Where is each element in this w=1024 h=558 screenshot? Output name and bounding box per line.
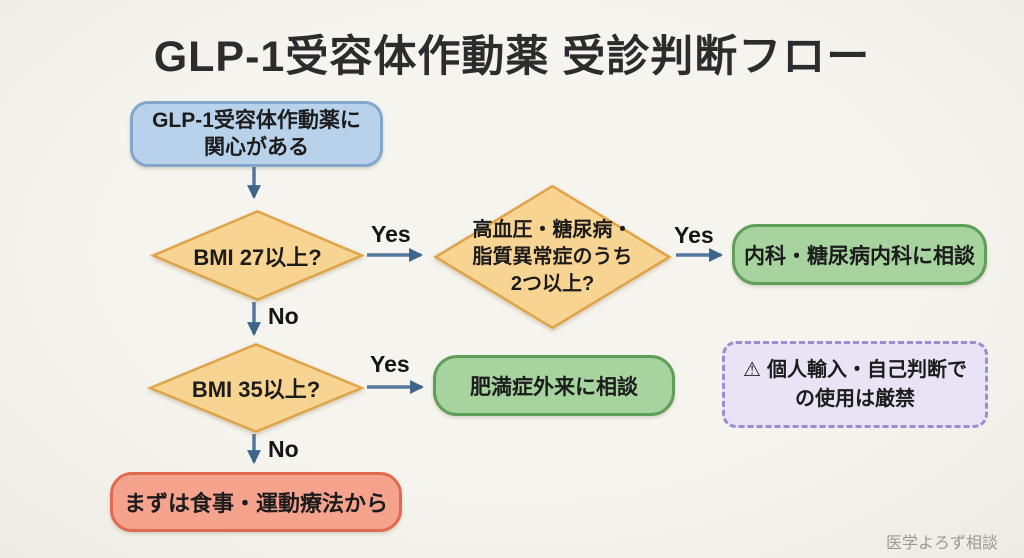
node-start: GLP-1受容体作動薬に 関心がある xyxy=(130,101,383,167)
warning-text-line: ⚠個人輸入・自己判断で xyxy=(743,358,967,381)
decision-bmi35-text: BMI 35以上? xyxy=(191,377,321,402)
edge-label-no-bmi35: No xyxy=(268,436,299,462)
edge-label-yes-bmi27: Yes xyxy=(371,221,411,247)
edge-label-yes-comorbidities: Yes xyxy=(674,222,714,248)
decision-comorbidities-text: 高血圧・糖尿病・ 脂質異常症のうち 2つ以上? xyxy=(472,218,633,295)
diamond-shape xyxy=(150,210,365,301)
node-consult-obesity-clinic: 肥満症外来に相談 xyxy=(433,355,675,416)
warning-text-line: の使用は厳禁 xyxy=(795,387,915,410)
watermark: 医学よろず相談 xyxy=(885,535,998,552)
start-text-line: GLP-1受容体作動薬に xyxy=(152,108,361,132)
node-lifestyle-first: まずは食事・運動療法から xyxy=(110,472,402,532)
node-decision-bmi27: BMI 27以上? xyxy=(150,210,365,301)
page-title: GLP-1受容体作動薬 受診判断フロー xyxy=(153,33,871,81)
lifestyle-first-text: まずは食事・運動療法から xyxy=(123,491,388,516)
edge-label-yes-bmi35: Yes xyxy=(370,351,410,377)
warning-icon: ⚠ xyxy=(743,358,761,381)
consult-obesity-clinic-text: 肥満症外来に相談 xyxy=(470,375,638,399)
warning-note: ⚠個人輸入・自己判断で の使用は厳禁 xyxy=(722,341,988,428)
node-decision-bmi35: BMI 35以上? xyxy=(147,343,365,433)
node-consult-internal-medicine: 内科・糖尿病内科に相談 xyxy=(732,224,987,285)
diamond-shape xyxy=(432,184,673,330)
edge-label-no-bmi27: No xyxy=(268,303,299,329)
start-text-line: 関心がある xyxy=(204,136,309,159)
diamond-shape xyxy=(147,343,365,433)
decision-bmi27-text: BMI 27以上? xyxy=(193,244,322,270)
node-decision-comorbidities: 高血圧・糖尿病・ 脂質異常症のうち 2つ以上? xyxy=(432,184,673,330)
consult-internal-medicine-text: 内科・糖尿病内科に相談 xyxy=(744,244,975,268)
